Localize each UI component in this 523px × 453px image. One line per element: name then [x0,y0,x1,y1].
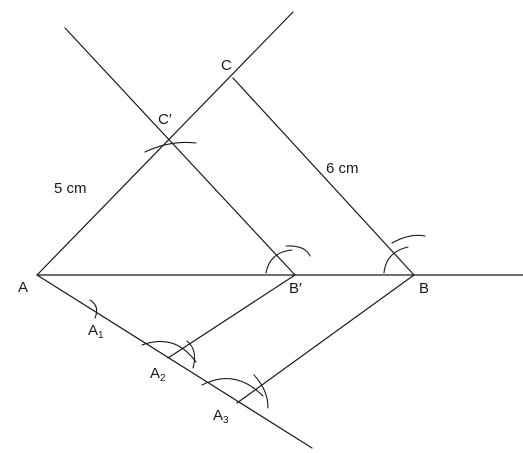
arc-b-prime-cross [285,245,311,257]
measurement-ac-prime: 5 cm [54,180,87,197]
arc-a3-cross [253,374,269,409]
line-c-prime-b-prime [64,27,296,276]
ray-ac [36,11,294,276]
arc-b-prime-angle [265,249,293,274]
arc-a2-horizontal [141,341,197,363]
label-a: A [18,279,28,296]
label-c: C [221,57,232,74]
arc-a1 [89,299,98,319]
label-a1: A1 [88,322,104,341]
label-a2: A2 [150,365,166,384]
arc-a3-horizontal [201,378,264,397]
label-a3: A3 [213,407,229,426]
arc-a2-cross [186,340,196,369]
arc-c-prime [144,141,197,153]
label-b-prime: B′ [289,280,302,297]
measurement-bc: 6 cm [326,160,359,177]
line-a3-b [236,274,415,404]
ray-a-a3 [36,274,313,449]
arc-b-angle [383,246,409,274]
label-b: B [419,280,429,297]
line-cb [232,77,415,276]
label-c-prime: C′ [158,111,172,128]
line-a2-b-prime [167,274,296,359]
arc-b-cross [391,234,426,244]
